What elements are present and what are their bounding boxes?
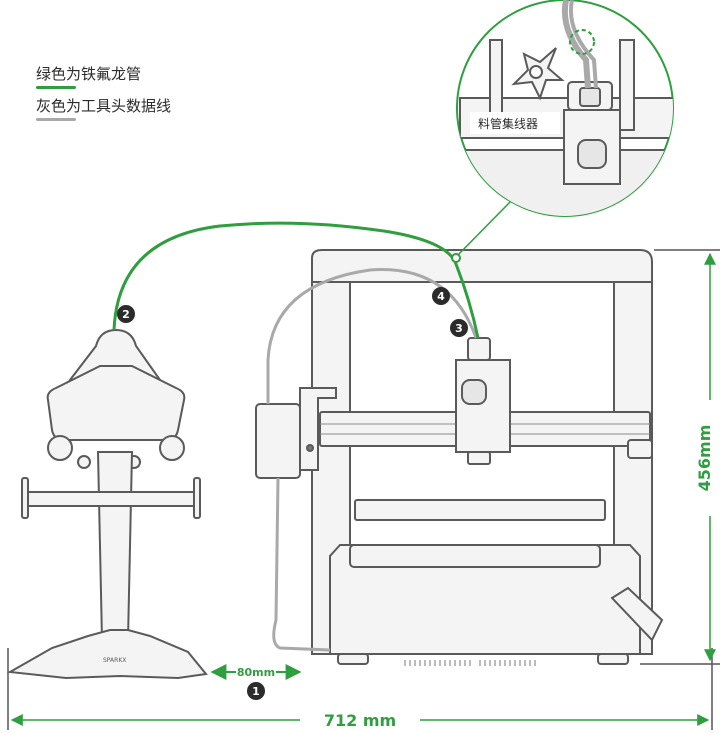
marker-4: 4: [432, 287, 450, 305]
filament-buffer: [255, 387, 337, 479]
callout-leader: [454, 199, 513, 259]
side-mount: [627, 439, 653, 459]
print-bed: [354, 499, 606, 521]
width-dimension-label: 712 mm: [324, 711, 396, 730]
width-dimension: [7, 648, 713, 730]
printer: [311, 249, 664, 666]
legend-swatch-cable: [36, 118, 76, 121]
marker-3-label: 3: [455, 322, 463, 335]
spool-holder: [6, 328, 208, 680]
legend-label-cable: 灰色为工具头数据线: [36, 97, 172, 115]
height-dimension-label: 456mm: [695, 425, 714, 492]
legend-swatch-ptfe: [36, 86, 76, 89]
marker-4-label: 4: [437, 290, 445, 303]
ptfe-tube: [112, 221, 480, 339]
height-dimension: [640, 249, 720, 665]
legend-item-ptfe: 绿色为铁氟龙管: [36, 64, 171, 96]
hub-point: [451, 253, 461, 263]
magnifier: [456, 0, 674, 217]
hub-highlight: [569, 29, 595, 55]
legend-label-ptfe: 绿色为铁氟龙管: [36, 65, 142, 83]
marker-2-label: 2: [122, 308, 130, 321]
callout-label: 料管集线器: [478, 116, 538, 131]
printer-screen: [610, 586, 664, 642]
marker-1: 1: [247, 682, 265, 700]
marker-3: 3: [450, 319, 468, 337]
legend: 绿色为铁氟龙管 灰色为工具头数据线: [36, 64, 171, 128]
printer-top-bar: [311, 249, 653, 283]
printer-base: [329, 544, 641, 655]
legend-item-cable: 灰色为工具头数据线: [36, 96, 171, 128]
printer-foot-right: [597, 653, 629, 665]
callout-label-box: [470, 112, 560, 134]
marker-1-label: 1: [252, 685, 260, 698]
printer-foot-left: [337, 653, 369, 665]
spool-holder-brand: SPARKX: [103, 657, 126, 664]
base-plate: [349, 544, 601, 568]
toolhead: [455, 337, 511, 465]
marker-2: 2: [117, 305, 135, 323]
power-cable: [272, 477, 331, 652]
gap-dimension-label: 80mm: [237, 666, 275, 679]
toolhead-data-cable: [266, 268, 478, 404]
